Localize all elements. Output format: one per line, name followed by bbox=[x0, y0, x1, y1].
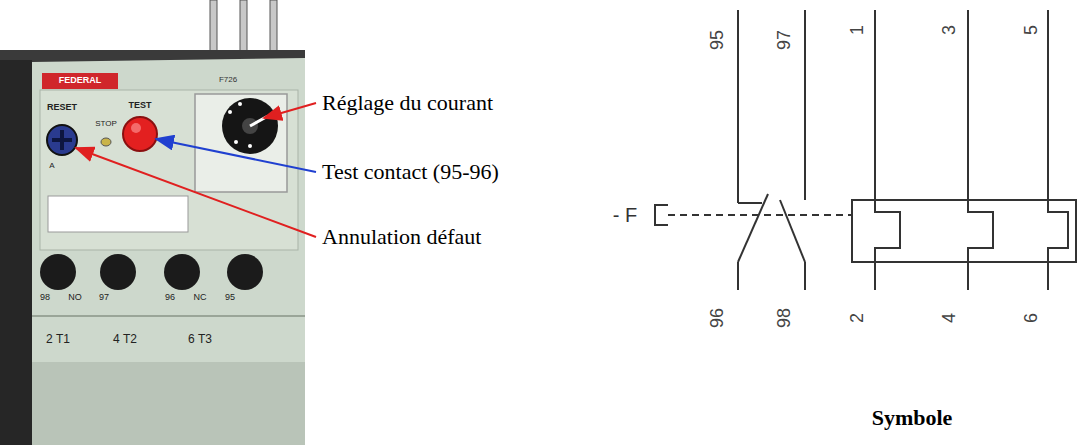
terminal-marking: 6 T3 bbox=[188, 333, 212, 346]
callout-text: Réglage du courant bbox=[322, 91, 493, 115]
terminal-marking: 2 T1 bbox=[46, 333, 70, 346]
terminal-marking: 98 bbox=[40, 293, 50, 303]
terminal-number: 6 bbox=[1022, 313, 1042, 323]
brand-marking: FEDERAL bbox=[59, 76, 102, 86]
button-marking: RESET bbox=[47, 103, 77, 113]
terminal-number: 98 bbox=[775, 308, 795, 328]
terminal-number: 5 bbox=[1022, 25, 1042, 35]
terminal-number: 96 bbox=[708, 308, 728, 328]
callout-text: Annulation défaut bbox=[322, 225, 481, 249]
button-marking: STOP bbox=[95, 120, 117, 129]
terminal-marking: 4 T2 bbox=[113, 333, 137, 346]
callout-text: Test contact (95-96) bbox=[322, 160, 499, 184]
relay-illustration bbox=[0, 0, 310, 445]
device-reference: - F bbox=[613, 204, 637, 226]
terminal-number: 4 bbox=[940, 313, 960, 323]
symbol-caption: Symbole bbox=[872, 406, 953, 430]
terminal-number: 95 bbox=[708, 30, 728, 50]
terminal-number: 3 bbox=[940, 25, 960, 35]
button-marking: TEST bbox=[128, 101, 151, 111]
terminal-marking: NO bbox=[68, 293, 82, 303]
terminal-marking: NC bbox=[194, 293, 207, 303]
terminal-marking: 97 bbox=[99, 293, 109, 303]
model-marking: F726 bbox=[219, 76, 237, 85]
terminal-marking: 95 bbox=[225, 293, 235, 303]
button-marking: A bbox=[49, 162, 54, 171]
terminal-number: 2 bbox=[848, 313, 868, 323]
terminal-number: 97 bbox=[775, 30, 795, 50]
terminal-marking: 96 bbox=[165, 293, 175, 303]
terminal-number: 1 bbox=[848, 25, 868, 35]
